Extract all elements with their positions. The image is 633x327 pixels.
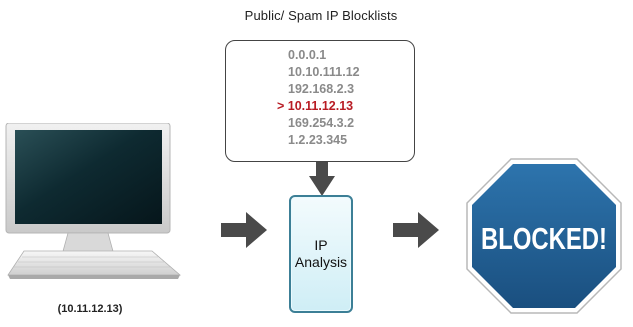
right-arrow-icon [393,212,439,248]
ip-list-item: 1.2.23.345 [288,133,348,147]
computer-ip-label: (10.11.12.13) [57,303,123,315]
blocked-sign-icon: BLOCKED! [466,158,622,314]
diagram-title: Public/ Spam IP Blocklists [244,8,398,23]
computer-icon [5,123,182,279]
ip-analysis-label-line2: Analysis [294,254,348,270]
ip-list: 0.0.0.1 10.10.111.12 192.168.2.3 > 10.11… [277,47,364,149]
ip-analysis-label-line1: IP [314,237,328,253]
ip-analysis-label: IP Analysis [291,237,351,271]
ip-analysis-box: IP Analysis [289,195,353,313]
ip-blocklist-box: 0.0.0.1 10.10.111.12 192.168.2.3 > 10.11… [225,40,415,162]
ip-list-item: 192.168.2.3 [288,82,355,96]
right-arrow-icon [221,212,267,248]
ip-list-item: 169.254.3.2 [288,116,355,130]
ip-list-item: 10.10.111.12 [288,65,360,79]
blocked-text: BLOCKED! [481,221,607,256]
down-arrow-icon [309,162,335,196]
ip-list-item: 0.0.0.1 [288,48,327,62]
ip-list-item-selected: > 10.11.12.13 [277,99,354,113]
